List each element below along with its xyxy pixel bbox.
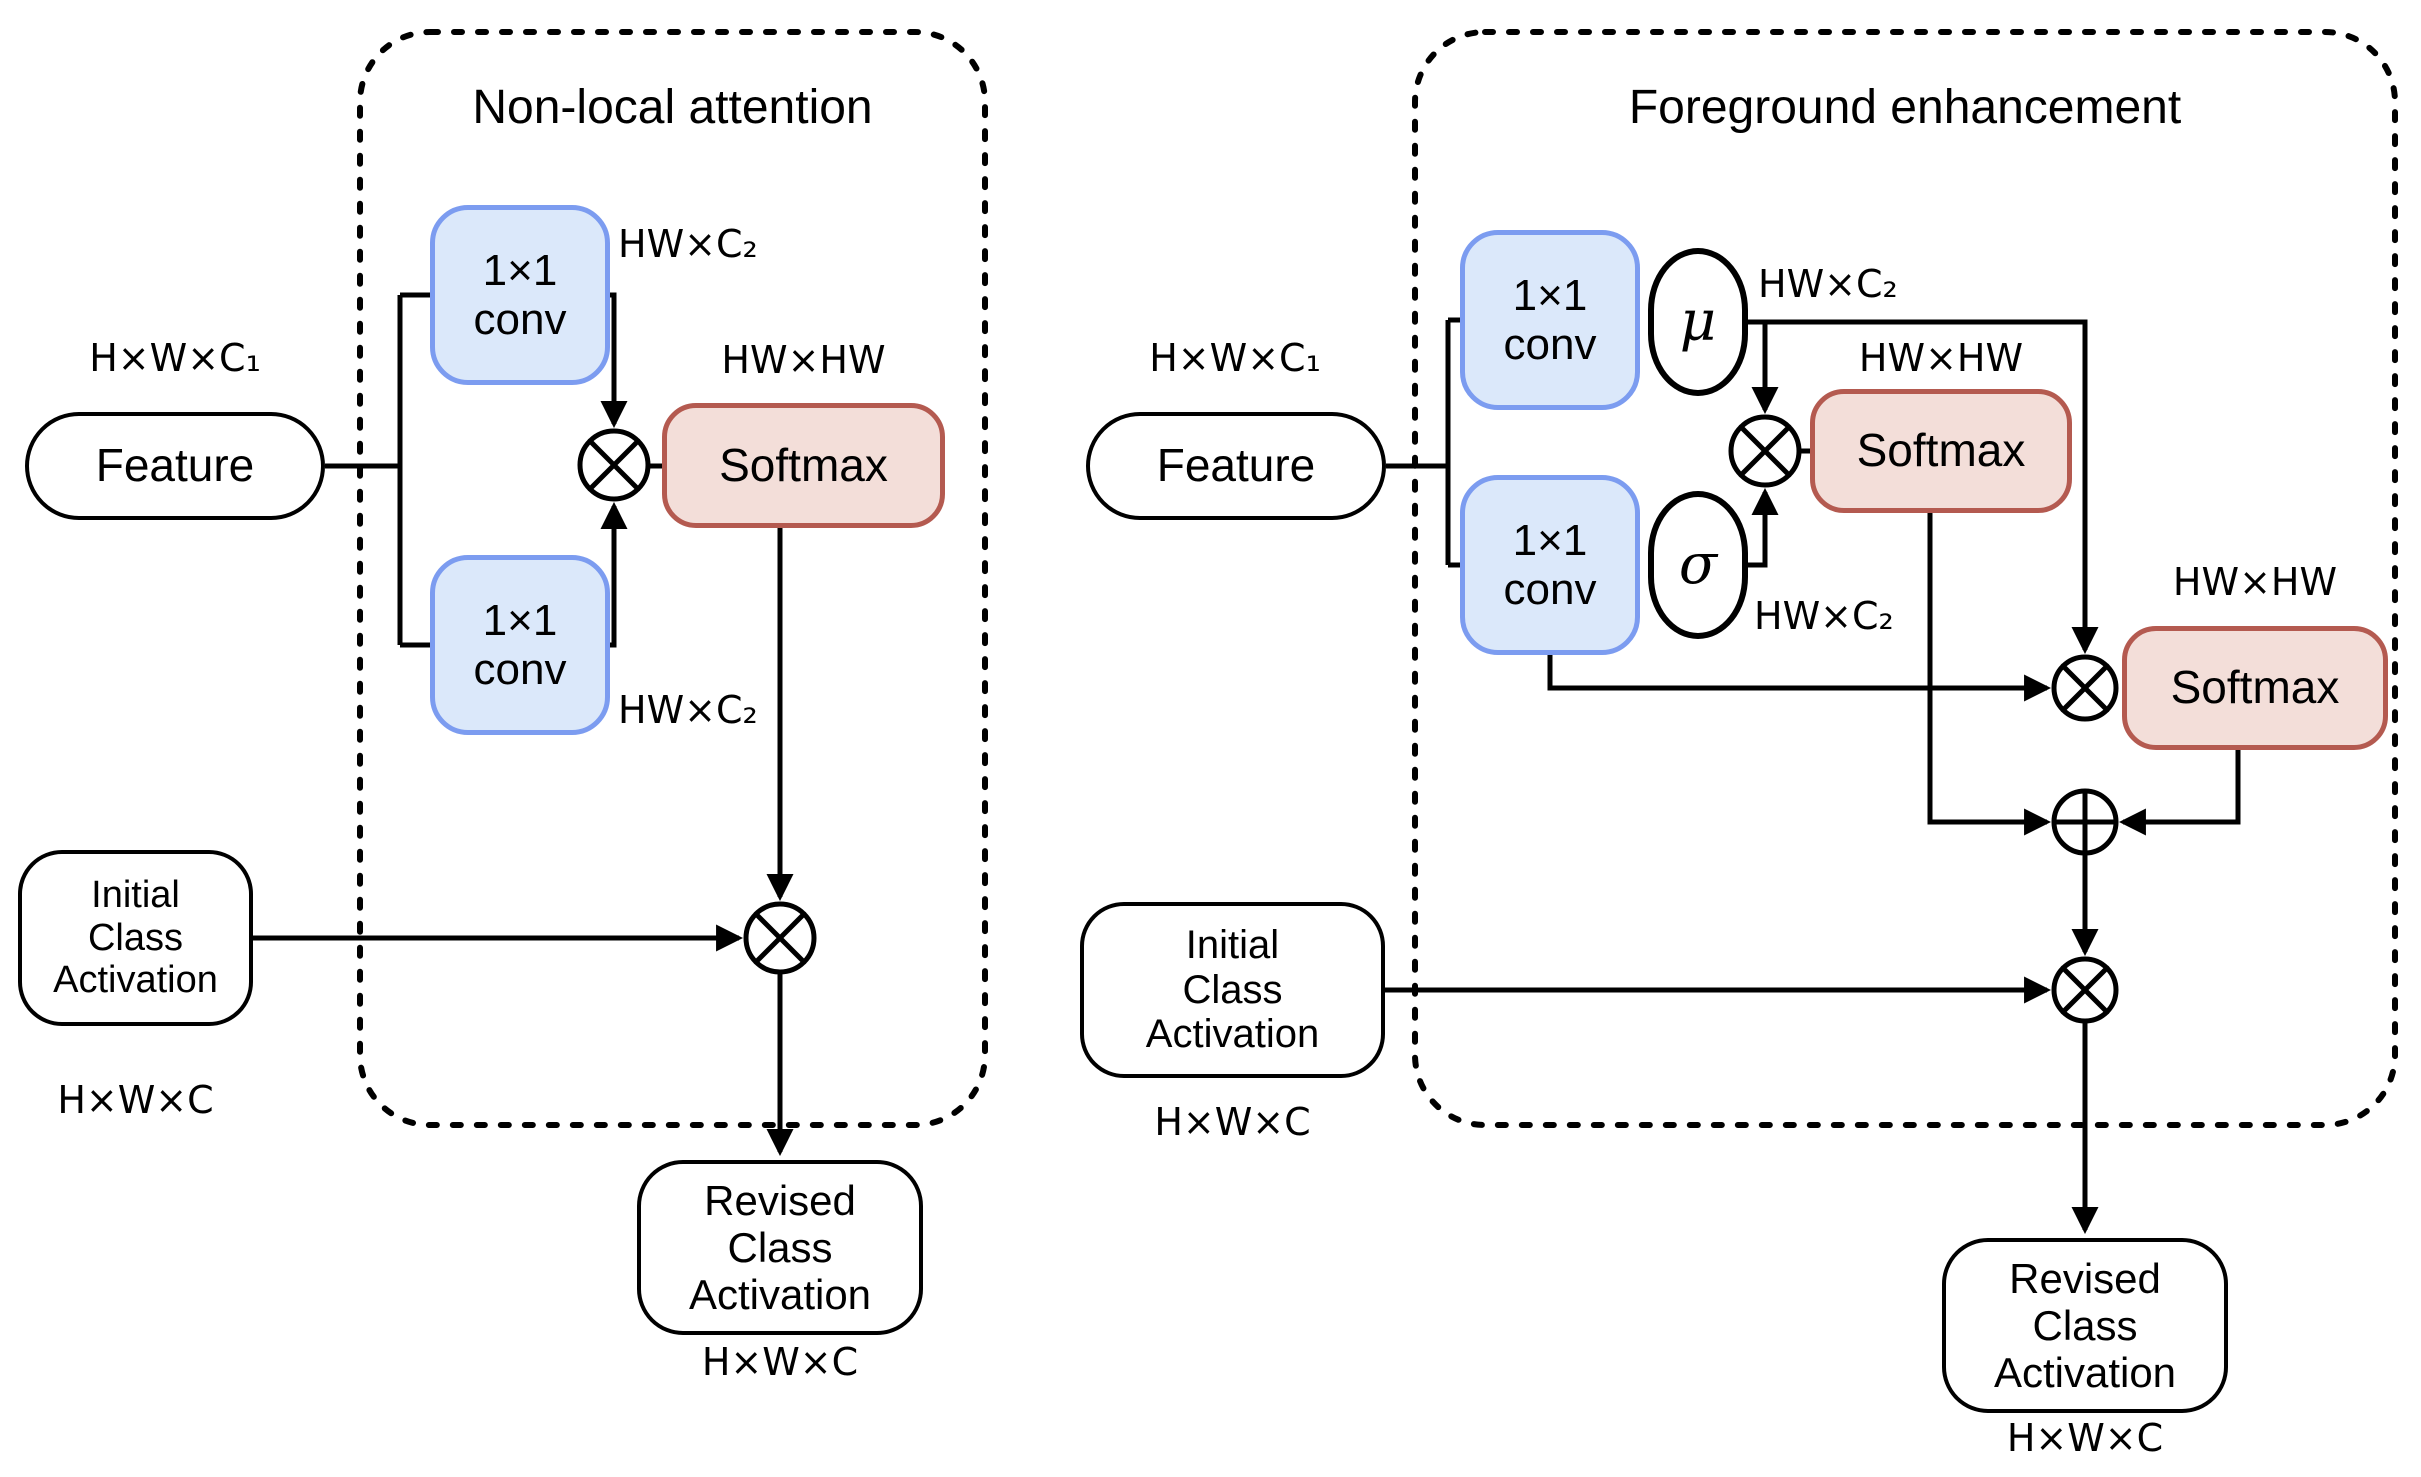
left-initial-class-activation-node: Initial Class Activation	[18, 850, 253, 1026]
edge-left-convbottom-to-multiply	[600, 501, 628, 648]
initial-label-line: Activation	[1145, 1012, 1320, 1057]
multiply-icon	[743, 901, 817, 975]
multiply-icon	[577, 428, 651, 502]
sigma-label: σ	[1678, 531, 1718, 597]
conv-label-line: conv	[1503, 565, 1597, 614]
edge-right-mu-out	[1748, 319, 2099, 655]
right-conv1x1-top-node: 1×1 conv	[1460, 230, 1640, 410]
multiply-icon	[2051, 654, 2119, 722]
left-conv1x1-bottom-node: 1×1 conv	[430, 555, 610, 735]
right-sigma-node: σ	[1648, 491, 1748, 639]
right-softmax-outer-node: Softmax	[2122, 626, 2388, 750]
revised-label-line: Activation	[688, 1271, 872, 1319]
revised-label-line: Class	[727, 1223, 833, 1271]
multiply-icon	[1728, 414, 1802, 488]
revised-label-line: Activation	[1993, 1349, 2177, 1397]
left-softmax-label: Softmax	[719, 438, 888, 491]
left-panel-title: Non-local attention	[472, 81, 873, 134]
right-sigma-dim-label: HW×C₂	[1754, 594, 1894, 638]
right-initial-dim-label: H×W×C	[1154, 1100, 1311, 1144]
conv-label-line: 1×1	[482, 595, 558, 645]
conv-label-line: 1×1	[482, 245, 558, 295]
right-softmax-outer-label: Softmax	[2170, 661, 2340, 714]
left-feature-node: Feature	[25, 412, 325, 520]
edge-left-convtop-to-multiply	[600, 292, 628, 429]
initial-label-line: Initial	[91, 874, 180, 917]
conv-label-line: 1×1	[1512, 515, 1588, 565]
right-feature-node: Feature	[1086, 412, 1386, 520]
left-softmax-dim-label: HW×HW	[721, 338, 886, 382]
edge-right-convbottom-to-multiply2	[1547, 655, 2052, 702]
edge-left-feature-branch	[325, 292, 430, 648]
right-mu-node: μ	[1648, 248, 1748, 396]
revised-label-line: Class	[2032, 1301, 2138, 1349]
edge-right-sigma-to-multiply1	[1748, 487, 1779, 568]
foreground-enhancement-group-border	[1412, 29, 2398, 1128]
left-feature-label: Feature	[95, 439, 255, 492]
left-revised-class-activation-node: Revised Class Activation	[637, 1160, 923, 1335]
right-conv1x1-bottom-node: 1×1 conv	[1460, 475, 1640, 655]
left-conv1x1-top-node: 1×1 conv	[430, 205, 610, 385]
right-initial-class-activation-node: Initial Class Activation	[1080, 902, 1385, 1078]
conv-label-line: conv	[1503, 320, 1597, 369]
left-feature-dim-label: H×W×C₁	[89, 336, 261, 380]
right-mu-dim-label: HW×C₂	[1758, 262, 1898, 306]
initial-label-line: Initial	[1185, 922, 1280, 967]
left-convbottom-dim-label: HW×C₂	[618, 688, 758, 732]
mu-label: μ	[1679, 288, 1717, 354]
conv-label-line: conv	[473, 645, 567, 694]
right-revised-class-activation-node: Revised Class Activation	[1942, 1238, 2228, 1413]
edge-right-feature-branch	[1386, 317, 1460, 568]
initial-label-line: Class	[1182, 967, 1283, 1012]
right-softmax1-dim-label: HW×HW	[1858, 336, 2024, 380]
revised-label-line: Revised	[704, 1176, 856, 1224]
right-feature-label: Feature	[1156, 439, 1316, 492]
multiply-icon	[2051, 956, 2119, 1024]
left-convtop-dim-label: HW×C₂	[618, 222, 758, 266]
right-softmax-inner-node: Softmax	[1810, 389, 2072, 513]
edge-right-softmax2-to-add	[2118, 750, 2241, 836]
right-feature-dim-label: H×W×C₁	[1149, 336, 1321, 380]
conv-label-line: conv	[473, 295, 567, 344]
right-softmax-inner-label: Softmax	[1856, 424, 2026, 477]
left-revised-dim-label: H×W×C	[701, 1340, 859, 1384]
revised-label-line: Revised	[2009, 1254, 2161, 1302]
nonlocal-attention-group-border	[357, 29, 988, 1128]
right-softmax2-dim-label: HW×HW	[2172, 560, 2338, 604]
conv-label-line: 1×1	[1512, 270, 1588, 320]
left-initial-dim-label: H×W×C	[57, 1078, 214, 1122]
add-icon	[2051, 788, 2119, 856]
left-softmax-node: Softmax	[662, 403, 945, 528]
edge-right-softmax1-to-add	[1927, 513, 2052, 836]
right-revised-dim-label: H×W×C	[2006, 1416, 2164, 1460]
initial-label-line: Activation	[53, 959, 218, 1002]
right-panel-title: Foreground enhancement	[1628, 81, 2182, 134]
initial-label-line: Class	[87, 916, 184, 959]
